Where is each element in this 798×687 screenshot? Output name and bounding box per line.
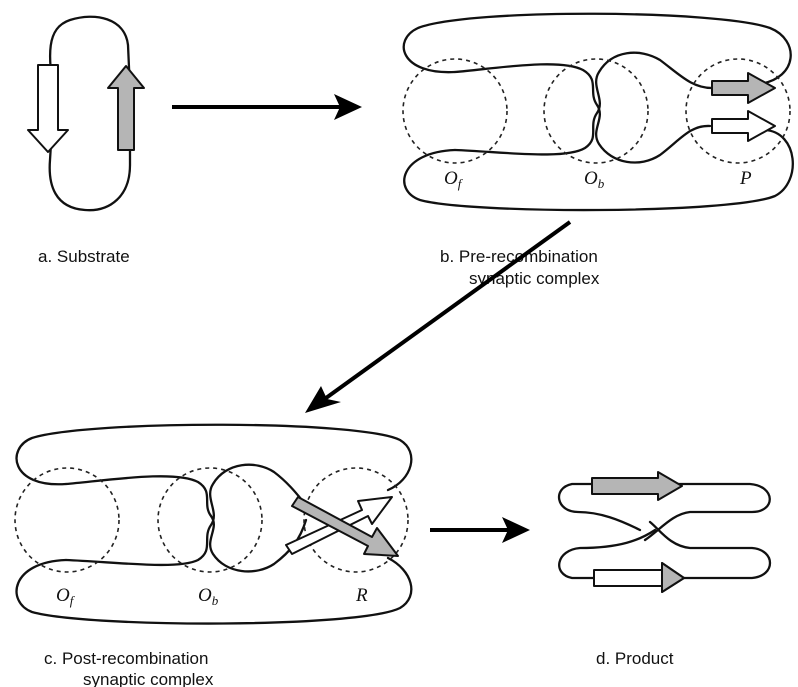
caption-post-line1: c. Post-recombination <box>44 649 208 668</box>
process-arrow-c-to-d <box>430 517 530 543</box>
caption-post-line2: synaptic complex <box>83 670 214 687</box>
product-gray-tip <box>662 563 684 592</box>
post-label-of: Of <box>56 585 76 608</box>
pre-label-ob: Ob <box>584 168 605 191</box>
pre-label-p: P <box>739 168 752 189</box>
panel-a-substrate: a. Substrate <box>28 17 144 266</box>
substrate-gray-arrow <box>108 66 144 150</box>
pre-gray-arrow <box>712 73 775 103</box>
pre-ring-p <box>686 59 790 163</box>
panel-d-product: d. Product <box>559 472 770 668</box>
pre-dna-strand-1 <box>455 64 710 162</box>
caption-product: d. Product <box>596 649 674 668</box>
product-gray-arrow <box>592 472 682 500</box>
process-arrow-a-to-b <box>172 94 362 120</box>
substrate-white-arrow <box>28 65 68 152</box>
process-arrow-b-to-c <box>305 222 570 413</box>
post-dna-lower-loop <box>17 558 412 624</box>
pre-label-of: Of <box>444 168 464 191</box>
post-dna-upper-loop <box>17 425 412 490</box>
post-label-r: R <box>355 585 368 606</box>
panel-b-pre-recombination: Of Ob P b. Pre-recombination synaptic co… <box>403 14 793 288</box>
post-dna-strand-1 <box>66 476 306 571</box>
pre-ring-of <box>403 59 507 163</box>
pre-ring-ob <box>544 59 648 163</box>
caption-substrate: a. Substrate <box>38 247 130 266</box>
pre-white-arrow <box>712 111 775 141</box>
post-label-ob: Ob <box>198 585 219 608</box>
panel-c-post-recombination: Of Ob R c. Post-recombination synaptic c… <box>15 425 411 687</box>
post-ring-ob <box>158 468 262 572</box>
